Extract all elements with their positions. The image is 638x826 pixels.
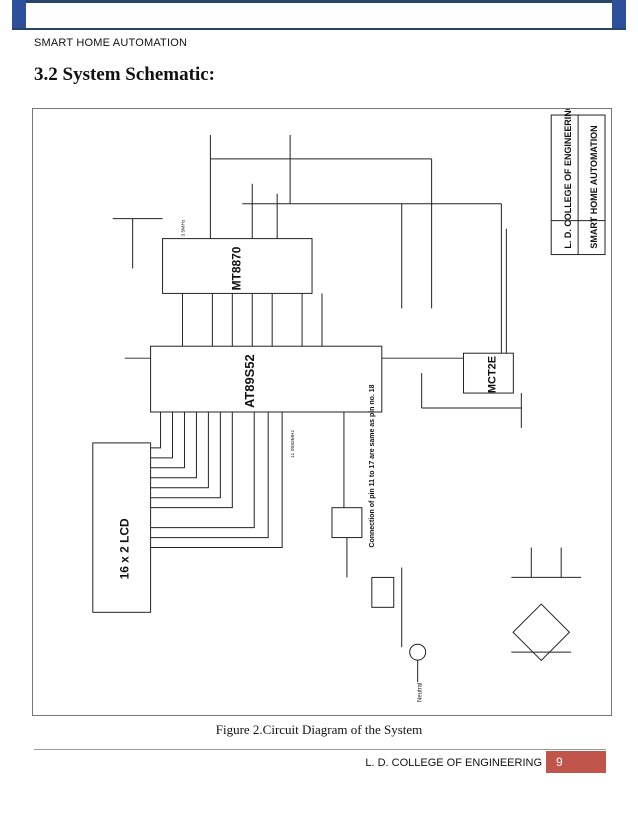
footer-rule — [34, 749, 606, 750]
header-corner-right — [612, 0, 626, 28]
mcu-crystal-label: 11.0592MHz — [290, 430, 296, 458]
header-rule — [12, 0, 626, 30]
header-corner-left — [12, 0, 26, 28]
section-title: 3.2 System Schematic: — [34, 64, 215, 85]
running-header: SMART HOME AUTOMATION — [34, 37, 188, 49]
ic-opto-label: MCT2E — [486, 356, 498, 393]
page-number-badge: 9 — [546, 751, 606, 773]
figure-caption: Figure 2.Circuit Diagram of the System — [215, 722, 423, 737]
ic-decoder-label: MT8870 — [229, 246, 243, 290]
neutral-label: Neutral — [418, 683, 424, 702]
title-block-line1: L. D. COLLEGE OF ENGINEERING — [563, 109, 573, 249]
decoder-crystal-label: 3.5MHz — [180, 219, 186, 237]
schematic-figure: L. D. COLLEGE OF ENGINEERING SMART HOME … — [32, 108, 612, 716]
pin-connection-note: Connection of pin 11 to 17 are same as p… — [369, 384, 376, 547]
title-block-line2: SMART HOME AUTOMATION — [589, 125, 599, 248]
ic-mcu-label: AT89S52 — [242, 354, 257, 408]
footer-college: L. D. COLLEGE OF ENGINEERING — [365, 757, 542, 769]
lcd-label: 16 x 2 LCD — [118, 518, 132, 579]
